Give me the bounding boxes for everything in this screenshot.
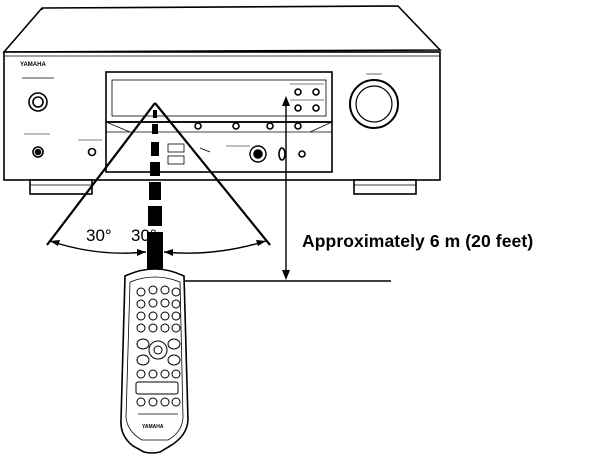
beam-segment <box>152 124 158 134</box>
cone-right-edge <box>154 102 271 246</box>
remote-brand-logo: YAMAHA <box>142 424 164 430</box>
beam-segment <box>147 232 163 274</box>
beam-segment <box>150 162 160 176</box>
beam-segment <box>148 206 162 226</box>
arrowhead-down <box>282 270 290 280</box>
beam-segment <box>151 142 159 156</box>
arrowhead <box>164 249 173 256</box>
distance-label: Approximately 6 m (20 feet) <box>302 231 534 251</box>
beam-segment <box>149 182 161 200</box>
distance-indicator <box>178 96 391 282</box>
remote-control <box>120 268 189 454</box>
cone-left-edge <box>46 102 156 246</box>
arrowhead <box>137 249 146 256</box>
receiver-brand-logo: YAMAHA <box>20 62 46 68</box>
arrowhead-up <box>282 96 290 106</box>
left-angle-label: 30° <box>86 226 112 245</box>
av-receiver <box>2 5 442 195</box>
right-angle-arc <box>163 240 267 254</box>
angle-arcs <box>49 240 267 256</box>
arrowhead <box>50 240 60 246</box>
beam-segment <box>153 110 157 118</box>
signal-cone <box>46 102 271 274</box>
right-angle-label: 30° <box>131 226 157 245</box>
left-angle-arc <box>49 240 147 254</box>
arrowhead <box>256 240 266 246</box>
